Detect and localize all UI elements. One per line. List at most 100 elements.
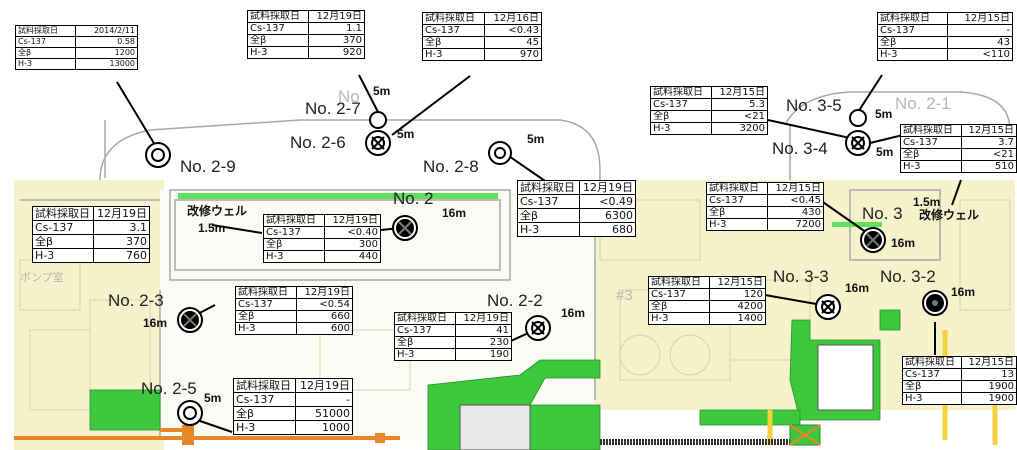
table-cell-nuclide: Cs-137 [234,298,298,311]
table-cell-value: 45 [484,36,542,49]
table-cell-value: 970 [484,48,542,61]
table-cell-value: 440 [324,250,381,263]
table-cell-nuclide: 全β [31,234,95,249]
table-cell-value: 370 [93,234,150,249]
table-cell-value: 1.1 [308,22,365,35]
table-cell-nuclide: 全β [246,34,310,47]
table-cell-value: 230 [455,336,512,349]
table-cell-nuclide: Cs-137 [705,194,769,207]
depth-3-4: 5m [876,145,894,159]
table-cell-nuclide: H-3 [647,312,711,325]
depth-2: 16m [442,206,467,220]
table-header-label: 試料採取日 [31,206,95,221]
table-header-date: 12月19日 [93,206,150,221]
table-cell-nuclide: Cs-137 [876,24,949,37]
table-cell-nuclide: Cs-137 [901,368,963,381]
table-cell-nuclide: Cs-137 [517,194,580,209]
table-header-label: 試料採取日 [900,124,962,137]
well-label-2-3: No. 2-3 [108,291,164,310]
table-cell-nuclide: Cs-137 [246,22,310,35]
table-cell-nuclide: Cs-137 [649,98,713,111]
table-cell-nuclide: H-3 [262,250,326,263]
table-cell-value: 510 [960,160,1017,173]
well-label-2-5: No. 2-5 [141,379,197,398]
table-cell-value: 1900 [961,392,1017,405]
table-cell-value: 190 [455,348,512,361]
table-header-date: 12月19日 [324,214,381,227]
table-cell-value: 680 [578,222,637,237]
depth-3-5: 5m [875,107,893,121]
table-cell-value: 3200 [711,122,768,135]
table-cell-nuclide: H-3 [900,160,962,173]
table-cell-value: 3.1 [93,220,150,235]
table-cell-value: 13000 [75,58,138,70]
well-label-3-2: No. 3-2 [880,267,936,286]
table-cell-nuclide: H-3 [649,122,713,135]
table-cell-value: 3.7 [960,136,1017,149]
well-2-9-marker [145,142,171,168]
depth-2-3: 16m [143,316,168,330]
table-cell-nuclide: 全β [517,208,580,223]
table-header-date: 12月15日 [711,86,768,99]
table-cell-value: <0.49 [578,194,637,209]
table-cell-nuclide: Cs-137 [647,288,711,301]
well-3-5-marker [849,109,867,127]
table-cell-nuclide: H-3 [246,46,310,59]
table-cell-value: 920 [308,46,365,59]
table-cell-nuclide: H-3 [876,48,949,61]
well-label-3-5: No. 3-5 [786,96,842,115]
well-2-2-marker [525,315,551,341]
improved-well-label-3: 改修ウェル [919,208,980,222]
table-cell-nuclide: H-3 [31,248,95,263]
table-cell-nuclide: 全β [705,206,769,219]
table-cell-nuclide: Cs-137 [262,226,326,239]
depth-improved-3: 1.5m [913,195,941,209]
table-header-label: 試料採取日 [234,286,298,299]
well-label-3-3: No. 3-3 [773,267,829,286]
depth-improved-2: 1.5m [198,221,226,235]
table-header-label: 試料採取日 [421,12,486,25]
table-header-label: 試料採取日 [517,180,580,195]
table-cell-nuclide: Cs-137 [31,220,95,235]
well-label-2-9: No. 2-9 [180,157,236,176]
well-label-2-7: No. 2-7 [305,99,361,118]
depth-3-3: 16m [845,281,870,295]
table-header-date: 12月15日 [961,356,1017,369]
table-cell-value: <21 [711,110,768,123]
table-cell-value: 4200 [709,300,766,313]
depth-2-6: 5m [397,127,415,141]
table-cell-value: 5.3 [711,98,768,111]
table-cell-value: <110 [947,48,1013,61]
table-cell-nuclide: 全β [421,36,486,49]
depth-3-2: 16m [951,285,976,299]
table-cell-value: 120 [709,288,766,301]
table-header-label: 試料採取日 [647,276,711,289]
table-cell-nuclide: Cs-137 [421,24,486,37]
well-2-8-marker [488,141,512,165]
table-header-date: 12月19日 [296,286,353,299]
table-cell-value: 660 [296,310,353,323]
depth-2-5: 5m [204,391,222,405]
table-header-date: 12月16日 [484,12,542,25]
table-cell-nuclide: 全β [649,110,713,123]
well-2-3-marker [177,307,203,333]
table-cell-value: 300 [324,238,381,251]
table-cell-nuclide: H-3 [14,58,77,70]
well-2-5-marker [177,400,203,426]
table-cell-nuclide: Cs-137 [393,324,457,337]
table-cell-nuclide: 全β [393,336,457,349]
table-cell-nuclide: Cs-137 [900,136,962,149]
table-cell-nuclide: Cs-137 [14,36,77,48]
table-cell-value: <0.43 [484,24,542,37]
table-header-date: 12月15日 [947,12,1013,25]
table-cell-value: - [947,24,1013,37]
